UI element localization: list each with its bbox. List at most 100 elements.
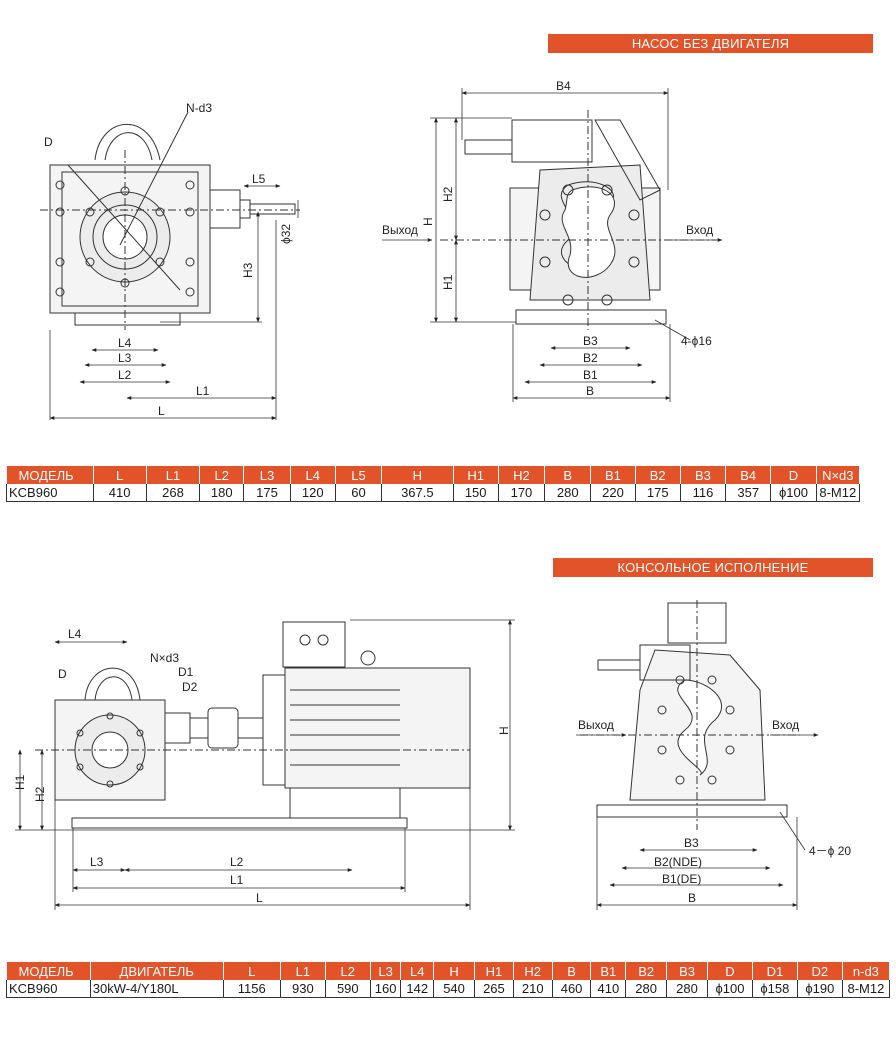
table-cell: 410	[93, 484, 147, 502]
section-banner-no-motor: НАСОС БЕЗ ДВИГАТЕЛЯ	[548, 34, 873, 53]
table-header: L1	[146, 466, 201, 484]
table-header: H2	[513, 962, 553, 980]
table-header: B1	[590, 466, 636, 484]
table-cell: 367.5	[381, 484, 454, 502]
table-header: L4	[290, 466, 336, 484]
label-l2: L2	[118, 368, 132, 382]
table-cell: 170	[498, 484, 546, 502]
table-cell: 930	[280, 980, 326, 998]
table-header: H	[433, 962, 475, 980]
table-header: L2	[199, 466, 245, 484]
table-cell: 268	[146, 484, 201, 502]
pump-front-dimensions	[49, 184, 299, 420]
table-cell: ϕ190	[797, 980, 843, 998]
label-l4: L4	[118, 336, 132, 350]
label-l5: L5	[252, 172, 266, 186]
label-l1: L1	[196, 384, 210, 398]
label-h: H	[421, 217, 435, 226]
table-cell: 175	[635, 484, 681, 502]
table-header-row: МОДЕЛЬ L L1 L2 L3 L4 L5 H H1 H2 B B1 B2 …	[6, 466, 861, 484]
table-cell: 142	[400, 980, 435, 998]
label-holes: 4－ϕ 20	[809, 844, 851, 858]
table-row: KCB960 30kW-4/Y180L 1156 930 590 160 142…	[6, 980, 891, 998]
label-n-d3: N×d3	[150, 651, 179, 665]
label-l3: L3	[118, 351, 132, 365]
table-header: H2	[498, 466, 546, 484]
label-b3: B3	[583, 334, 598, 348]
console-front-view	[35, 621, 471, 829]
label-d1: D1	[178, 665, 194, 679]
table-header: L1	[280, 962, 326, 980]
table-cell: 60	[335, 484, 383, 502]
label-h1: H1	[441, 274, 455, 290]
table-cell: ϕ158	[752, 980, 798, 998]
label-outlet: Выход	[382, 223, 418, 237]
table-header: B	[552, 962, 592, 980]
spec-table-no-motor: МОДЕЛЬ L L1 L2 L3 L4 L5 H H1 H2 B B1 B2 …	[6, 466, 861, 502]
table-header: n-d3	[842, 962, 891, 980]
table-header: МОДЕЛЬ	[6, 466, 94, 484]
table-cell: 357	[725, 484, 772, 502]
label-l2: L2	[230, 855, 244, 869]
label-h: H	[497, 726, 511, 735]
table-cell: 116	[680, 484, 727, 502]
table-header-row: МОДЕЛЬ ДВИГАТЕЛЬ L L1 L2 L3 L4 H H1 H2 B…	[6, 962, 891, 980]
label-d2: D2	[182, 680, 198, 694]
table-row: KCB960 410 268 180 175 120 60 367.5 150 …	[6, 484, 861, 502]
table-header: D	[707, 962, 753, 980]
table-cell: 280	[544, 484, 592, 502]
table-cell: 150	[453, 484, 499, 502]
pump-side-dimensions	[382, 88, 723, 402]
table-cell: 120	[290, 484, 336, 502]
table-header: D	[770, 466, 817, 484]
table-header: H1	[474, 962, 514, 980]
table-cell: 590	[325, 980, 371, 998]
section-banner-console: КОНСОЛЬНОЕ ИСПОЛНЕНИЕ	[553, 558, 873, 577]
table-header: B1	[590, 962, 627, 980]
table-cell: 8-M12	[842, 980, 891, 998]
pump-front-labels: N-d3 D L5 ϕ32 H3 L4 L3 L2 L1 L	[44, 101, 293, 418]
label-b1: B1	[583, 368, 598, 382]
pump-side-view	[440, 110, 720, 330]
console-front-dimensions	[15, 619, 515, 910]
table-header: L3	[243, 466, 291, 484]
table-header: B2	[635, 466, 681, 484]
table-cell: 540	[433, 980, 475, 998]
label-h2: H2	[441, 186, 455, 202]
table-cell: 265	[474, 980, 514, 998]
table-header: L	[223, 962, 281, 980]
label-h1: H1	[13, 774, 27, 790]
table-header: B3	[666, 962, 708, 980]
label-phi32: ϕ32	[279, 224, 293, 244]
table-cell: 8-M12	[816, 484, 861, 502]
table-header: B3	[680, 466, 727, 484]
label-b: B	[586, 384, 594, 398]
table-header: L2	[325, 962, 371, 980]
label-n-d3: N-d3	[186, 101, 212, 115]
table-cell: 160	[370, 980, 402, 998]
table-cell: 210	[513, 980, 553, 998]
label-b2: B2	[583, 351, 598, 365]
label-l: L	[158, 404, 165, 418]
table-cell: 180	[199, 484, 245, 502]
table-header: L5	[335, 466, 383, 484]
label-l3: L3	[90, 855, 104, 869]
table-header: H	[381, 466, 454, 484]
table-header: МОДЕЛЬ	[6, 962, 91, 980]
label-b3: B3	[684, 836, 699, 850]
table-header: ДВИГАТЕЛЬ	[90, 962, 224, 980]
table-cell: 410	[590, 980, 627, 998]
label-h2: H2	[33, 786, 47, 802]
table-cell: 30kW-4/Y180L	[90, 980, 224, 998]
label-b2: B2(NDE)	[654, 855, 702, 869]
spec-table-console: МОДЕЛЬ ДВИГАТЕЛЬ L L1 L2 L3 L4 H H1 H2 B…	[6, 962, 891, 998]
pump-front-view	[40, 111, 300, 330]
table-header: H1	[453, 466, 499, 484]
table-cell: KCB960	[6, 484, 94, 502]
console-side-labels: Выход Вход B3 B2(NDE) 4－ϕ 20 B1(DE) B	[578, 718, 851, 905]
console-side-view	[580, 600, 800, 830]
table-cell: 280	[666, 980, 708, 998]
table-cell: 220	[590, 484, 636, 502]
table-cell: KCB960	[6, 980, 91, 998]
